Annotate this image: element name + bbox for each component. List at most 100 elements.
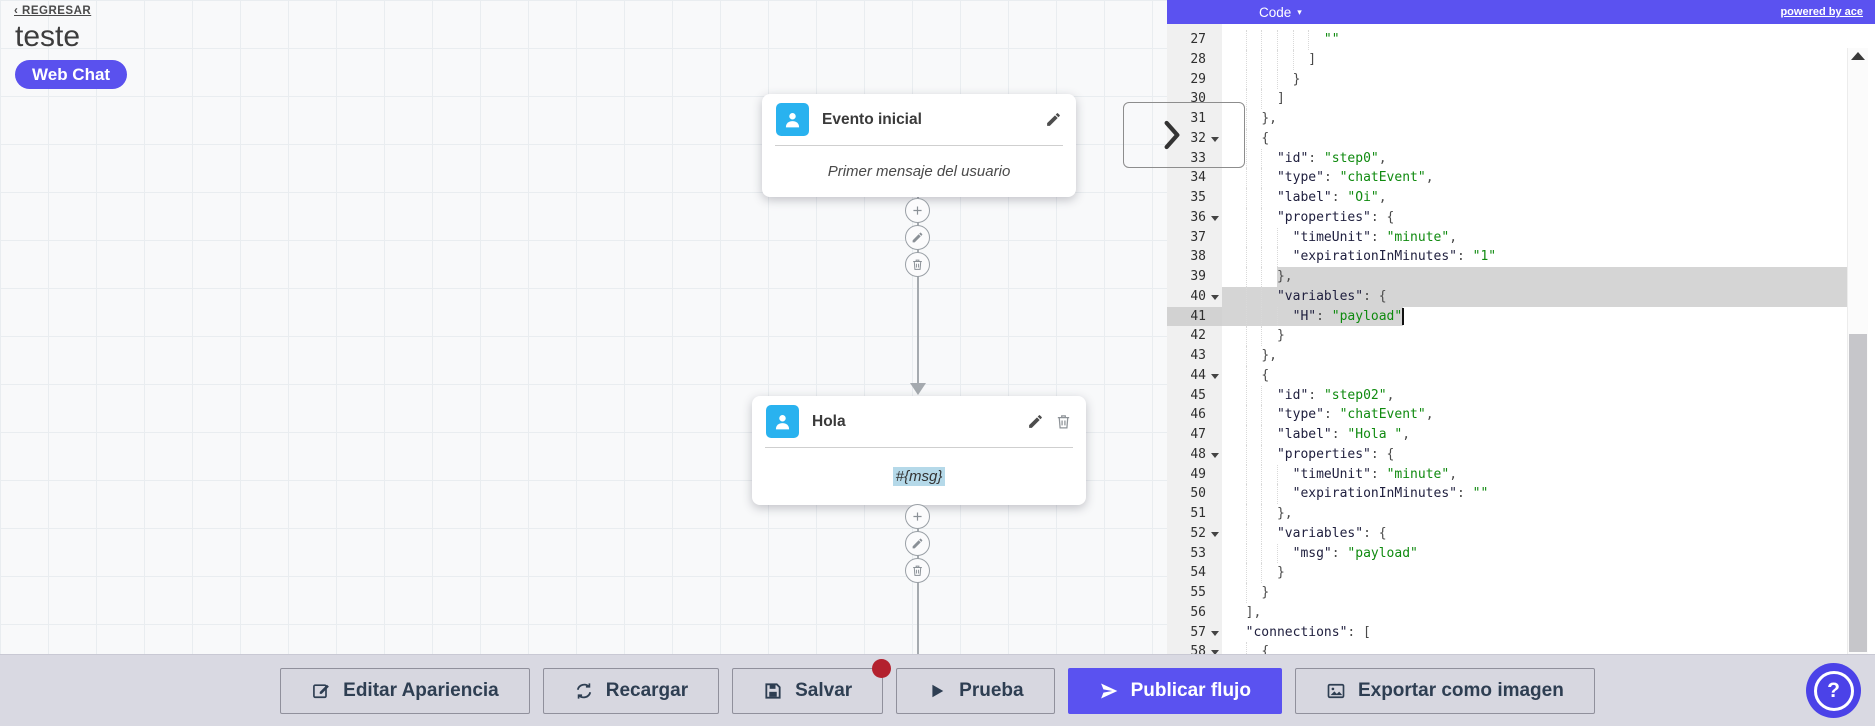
- code-line-47[interactable]: "label": "Hola ",: [1222, 425, 1848, 445]
- code-line-33[interactable]: "id": "step0",: [1222, 148, 1848, 169]
- code-line-38[interactable]: "expirationInMinutes": "1": [1222, 247, 1848, 267]
- delete-node-icon[interactable]: [1055, 413, 1072, 430]
- delete-connection-button[interactable]: [905, 558, 930, 583]
- add-step-button[interactable]: [905, 198, 930, 223]
- gutter-line-number: 43: [1190, 348, 1206, 363]
- gutter-line-number[interactable]: 32: [1167, 129, 1222, 149]
- indent-guide: [1245, 148, 1247, 169]
- code-line-44[interactable]: {: [1222, 365, 1848, 386]
- code-line-43[interactable]: },: [1222, 346, 1848, 366]
- indent-guide: [1261, 49, 1263, 70]
- code-line-42[interactable]: }: [1222, 326, 1848, 346]
- code-text: ],: [1245, 604, 1262, 620]
- add-step-button[interactable]: [905, 504, 930, 529]
- code-line-35[interactable]: "label": "Oi",: [1222, 188, 1848, 208]
- indent-guide: [1261, 306, 1263, 327]
- exportar-como-imagen-button[interactable]: Exportar como imagen: [1294, 667, 1595, 714]
- flow-node-evento-inicial[interactable]: Evento inicial Primer mensaje del usuari…: [762, 94, 1076, 197]
- edit-node-icon[interactable]: [1027, 413, 1044, 430]
- code-line-40[interactable]: "variables": {: [1222, 286, 1848, 307]
- fold-arrow-icon[interactable]: [1211, 531, 1219, 537]
- indent-guide: [1276, 306, 1278, 327]
- gutter-line-number[interactable]: 58: [1167, 642, 1222, 654]
- editor-mode-select[interactable]: Code ▾: [1259, 5, 1302, 20]
- code-line-55[interactable]: }: [1222, 583, 1848, 603]
- unsaved-indicator-dot: [872, 658, 892, 678]
- code-line-46[interactable]: "type": "chatEvent",: [1222, 405, 1848, 425]
- code-lines[interactable]: "" ] } ] }, { "id": "step0", "type": "ch…: [1222, 24, 1848, 654]
- code-line-32[interactable]: {: [1222, 128, 1848, 149]
- help-button[interactable]: ?: [1806, 663, 1861, 718]
- gutter-line-number[interactable]: 40: [1167, 287, 1222, 307]
- image-icon: [1326, 681, 1346, 701]
- edit-connection-button[interactable]: [905, 225, 930, 250]
- code-line-27[interactable]: "": [1222, 30, 1848, 50]
- code-line-34[interactable]: "type": "chatEvent",: [1222, 168, 1848, 188]
- code-line-58[interactable]: {: [1222, 642, 1848, 654]
- scroll-up-icon[interactable]: [1851, 52, 1865, 60]
- editor-scrollbar[interactable]: [1847, 48, 1868, 654]
- fold-arrow-icon[interactable]: [1211, 215, 1219, 221]
- code-line-30[interactable]: ]: [1222, 89, 1848, 109]
- code-line-53[interactable]: "msg": "payload": [1222, 543, 1848, 564]
- code-text: {: [1261, 644, 1270, 654]
- gutter-line-number: 39: [1190, 269, 1206, 284]
- indent-guide: [1245, 425, 1247, 445]
- editor-collapse-handle[interactable]: [1123, 102, 1245, 168]
- indent-guide: [1276, 484, 1278, 504]
- code-line-28[interactable]: ]: [1222, 49, 1848, 70]
- publicar-flujo-button[interactable]: Publicar flujo: [1067, 667, 1282, 714]
- fold-arrow-icon[interactable]: [1211, 630, 1219, 636]
- recargar-button[interactable]: Recargar: [542, 667, 720, 714]
- code-line-48[interactable]: "properties": {: [1222, 444, 1848, 465]
- salvar-button[interactable]: Salvar: [732, 658, 892, 714]
- fold-arrow-icon[interactable]: [1211, 650, 1219, 654]
- indent-guide: [1276, 464, 1278, 485]
- code-line-57[interactable]: "connections": [: [1222, 623, 1848, 643]
- code-line-52[interactable]: "variables": {: [1222, 523, 1848, 544]
- flow-node-hola[interactable]: Hola #{msg}: [752, 396, 1086, 505]
- code-line-50[interactable]: "expirationInMinutes": "": [1222, 484, 1848, 504]
- fold-arrow-icon[interactable]: [1211, 373, 1219, 379]
- gutter-line-number[interactable]: 48: [1167, 445, 1222, 465]
- powered-by-ace-link[interactable]: powered by ace: [1780, 6, 1863, 18]
- gutter-line-number[interactable]: 57: [1167, 623, 1222, 643]
- delete-connection-button[interactable]: [905, 252, 930, 277]
- code-line-51[interactable]: },: [1222, 504, 1848, 524]
- code-line-56[interactable]: ],: [1222, 603, 1848, 623]
- code-line-37[interactable]: "timeUnit": "minute",: [1222, 227, 1848, 248]
- edit-connection-button[interactable]: [905, 531, 930, 556]
- indent-guide: [1245, 109, 1247, 129]
- prueba-button[interactable]: Prueba: [896, 667, 1055, 714]
- button-label: Exportar como imagen: [1357, 679, 1564, 701]
- back-link[interactable]: ‹ REGRESAR: [14, 5, 92, 17]
- gutter-line-number[interactable]: 36: [1167, 208, 1222, 228]
- code-text: "expirationInMinutes": "1": [1292, 249, 1497, 265]
- code-line-49[interactable]: "timeUnit": "minute",: [1222, 464, 1848, 485]
- channel-badge: Web Chat: [15, 60, 128, 89]
- gutter-line-number[interactable]: 52: [1167, 524, 1222, 544]
- gutter-line-number: 55: [1190, 585, 1206, 600]
- code-line-41[interactable]: "H": "payload": [1222, 306, 1848, 327]
- indent-guide: [1261, 326, 1263, 346]
- gutter-line-number: 51: [1190, 506, 1206, 521]
- code-line-45[interactable]: "id": "step02",: [1222, 385, 1848, 406]
- code-line-54[interactable]: }: [1222, 563, 1848, 583]
- code-line-36[interactable]: "properties": {: [1222, 207, 1848, 228]
- fold-arrow-icon[interactable]: [1211, 136, 1219, 142]
- scrollbar-thumb[interactable]: [1849, 334, 1867, 652]
- code-line-39[interactable]: },: [1222, 267, 1848, 287]
- editar-apariencia-button[interactable]: Editar Apariencia: [280, 667, 530, 714]
- fold-arrow-icon[interactable]: [1211, 294, 1219, 300]
- fold-arrow-icon[interactable]: [1211, 452, 1219, 458]
- gutter-line-number: 33: [1190, 150, 1206, 166]
- code-text: "variables": {: [1276, 288, 1387, 304]
- edit-node-icon[interactable]: [1045, 111, 1062, 128]
- code-line-31[interactable]: },: [1222, 109, 1848, 129]
- gutter-line-number[interactable]: 44: [1167, 366, 1222, 386]
- indent-guide: [1261, 247, 1263, 267]
- code-line-29[interactable]: }: [1222, 69, 1848, 90]
